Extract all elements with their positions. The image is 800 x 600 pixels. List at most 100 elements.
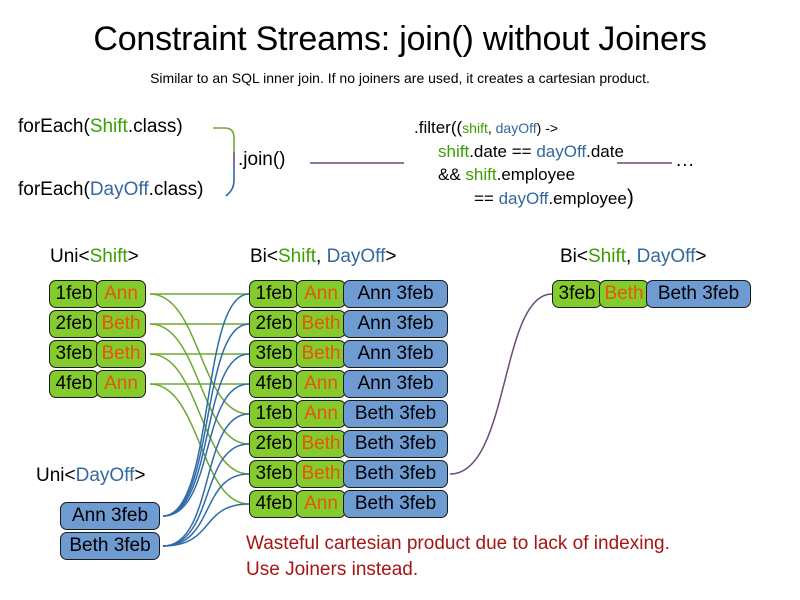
bi-right-sep: , — [626, 246, 637, 267]
bi-middle-type-b: DayOff — [326, 246, 386, 267]
page-title: Constraint Streams: join() without Joine… — [93, 20, 707, 58]
bi-date-cell[interactable]: 2feb — [249, 310, 299, 338]
list-item: Ann 3feb — [60, 502, 160, 530]
shift-employee-cell[interactable]: Ann — [96, 370, 146, 398]
result-date-cell[interactable]: 3feb — [552, 280, 602, 308]
filter-line3-shift: shift — [465, 165, 497, 184]
bi-dayoff-cell[interactable]: Beth 3feb — [343, 430, 448, 458]
filter-open: .filter(( — [414, 118, 463, 137]
shift-employee-cell[interactable]: Beth — [96, 310, 146, 338]
uni-dayoff-open: Uni< — [36, 465, 76, 486]
filter-param-dayoff: dayOff — [495, 120, 537, 136]
foreach-dayoff-code: forEach(DayOff.class) — [18, 178, 204, 202]
bi-right-close: > — [695, 246, 707, 267]
bi-employee-cell[interactable]: Ann — [296, 400, 346, 428]
header-uni-shift: Uni<Shift> — [50, 245, 139, 269]
shift-date-cell[interactable]: 4feb — [49, 370, 99, 398]
table-row: 1feb Ann Beth 3feb — [249, 400, 448, 428]
table-row: 4feb Ann Beth 3feb — [249, 490, 448, 518]
uni-shift-type: Shift — [89, 246, 128, 267]
table-row: 3feb Beth Beth 3feb — [552, 280, 751, 308]
foreach-shift-suffix: .class) — [127, 116, 183, 137]
bi-dayoff-cell[interactable]: Ann 3feb — [343, 280, 448, 308]
table-row: 4feb Ann — [49, 370, 146, 398]
dayoff-fact-cell[interactable]: Ann 3feb — [60, 502, 160, 530]
uni-dayoff-type: DayOff — [75, 465, 135, 486]
bi-middle-open: Bi< — [250, 246, 278, 267]
filter-line4-field: .employee — [548, 189, 627, 208]
bi-date-cell[interactable]: 3feb — [249, 460, 299, 488]
shift-type-label: Shift — [89, 116, 128, 137]
bi-employee-cell[interactable]: Beth — [296, 340, 346, 368]
bi-employee-cell[interactable]: Ann — [296, 370, 346, 398]
bi-employee-cell[interactable]: Ann — [296, 280, 346, 308]
filter-arrow: ) -> — [536, 120, 559, 136]
table-row: 1feb Ann Ann 3feb — [249, 280, 448, 308]
filter-line2-field: .date — [586, 142, 624, 161]
header-bi-right: Bi<Shift, DayOff> — [560, 245, 706, 269]
bi-employee-cell[interactable]: Beth — [296, 460, 346, 488]
bi-date-cell[interactable]: 1feb — [249, 280, 299, 308]
result-employee-cell[interactable]: Beth — [599, 280, 649, 308]
shift-employee-cell[interactable]: Beth — [96, 340, 146, 368]
filter-param-shift: shift — [462, 120, 488, 136]
bi-right-type-a: Shift — [588, 246, 627, 267]
dayoff-fact-cell[interactable]: Beth 3feb — [60, 532, 160, 560]
table-row: 2feb Beth Beth 3feb — [249, 430, 448, 458]
filter-line4-op: == — [474, 189, 499, 208]
table-row: 2feb Beth — [49, 310, 146, 338]
bi-date-cell[interactable]: 2feb — [249, 430, 299, 458]
bi-dayoff-cell[interactable]: Ann 3feb — [343, 340, 448, 368]
uni-shift-open: Uni< — [50, 246, 90, 267]
bi-dayoff-cell[interactable]: Beth 3feb — [343, 490, 448, 518]
shift-date-cell[interactable]: 1feb — [49, 280, 99, 308]
bi-date-cell[interactable]: 4feb — [249, 370, 299, 398]
page-subtitle: Similar to an SQL inner join. If no join… — [150, 70, 650, 86]
bi-middle-sep: , — [316, 246, 327, 267]
filter-line2-dayoff: dayOff — [536, 142, 587, 161]
shift-date-cell[interactable]: 2feb — [49, 310, 99, 338]
bi-dayoff-cell[interactable]: Beth 3feb — [343, 460, 448, 488]
bi-dayoff-cell[interactable]: Ann 3feb — [343, 370, 448, 398]
shift-date-cell[interactable]: 3feb — [49, 340, 99, 368]
filter-line4-dayoff: dayOff — [498, 189, 549, 208]
bi-date-cell[interactable]: 4feb — [249, 490, 299, 518]
header-uni-dayoff: Uni<DayOff> — [36, 464, 146, 488]
bi-right-type-b: DayOff — [636, 246, 696, 267]
bi-middle-close: > — [385, 246, 397, 267]
uni-shift-close: > — [127, 246, 139, 267]
filter-param-sep: , — [487, 120, 496, 136]
shift-employee-cell[interactable]: Ann — [96, 280, 146, 308]
foreach-shift-code: forEach(Shift.class) — [18, 115, 183, 139]
uni-dayoff-close: > — [134, 465, 146, 486]
bi-date-cell[interactable]: 3feb — [249, 340, 299, 368]
bi-right-open: Bi< — [560, 246, 588, 267]
filter-line3-and: && — [438, 165, 466, 184]
table-row: 3feb Beth — [49, 340, 146, 368]
list-item: Beth 3feb — [60, 532, 160, 560]
bi-dayoff-cell[interactable]: Beth 3feb — [343, 400, 448, 428]
table-row: 3feb Beth Beth 3feb — [249, 460, 448, 488]
table-row: 3feb Beth Ann 3feb — [249, 340, 448, 368]
foreach-dayoff-prefix: forEach( — [18, 179, 90, 200]
result-dayoff-cell[interactable]: Beth 3feb — [646, 280, 751, 308]
bi-employee-cell[interactable]: Beth — [296, 310, 346, 338]
filter-line2-op: .date == — [469, 142, 537, 161]
foreach-dayoff-suffix: .class) — [148, 179, 204, 200]
filter-lambda-code: .filter((shift, dayOff) ->shift.date == … — [414, 116, 634, 210]
bi-employee-cell[interactable]: Beth — [296, 430, 346, 458]
warning-text: Wasteful cartesian product due to lack o… — [246, 533, 670, 580]
table-row: 2feb Beth Ann 3feb — [249, 310, 448, 338]
filter-line3-field: .employee — [496, 165, 576, 184]
bi-employee-cell[interactable]: Ann — [296, 490, 346, 518]
join-call-code: .join() — [238, 149, 286, 170]
table-row: 1feb Ann — [49, 280, 146, 308]
bi-middle-type-a: Shift — [278, 246, 317, 267]
table-row: 4feb Ann Ann 3feb — [249, 370, 448, 398]
foreach-shift-prefix: forEach( — [18, 116, 90, 137]
bi-dayoff-cell[interactable]: Ann 3feb — [343, 310, 448, 338]
ellipsis-label: ... — [676, 150, 695, 171]
bi-date-cell[interactable]: 1feb — [249, 400, 299, 428]
header-bi-middle: Bi<Shift, DayOff> — [250, 245, 396, 269]
filter-close-paren: ) — [626, 186, 634, 209]
